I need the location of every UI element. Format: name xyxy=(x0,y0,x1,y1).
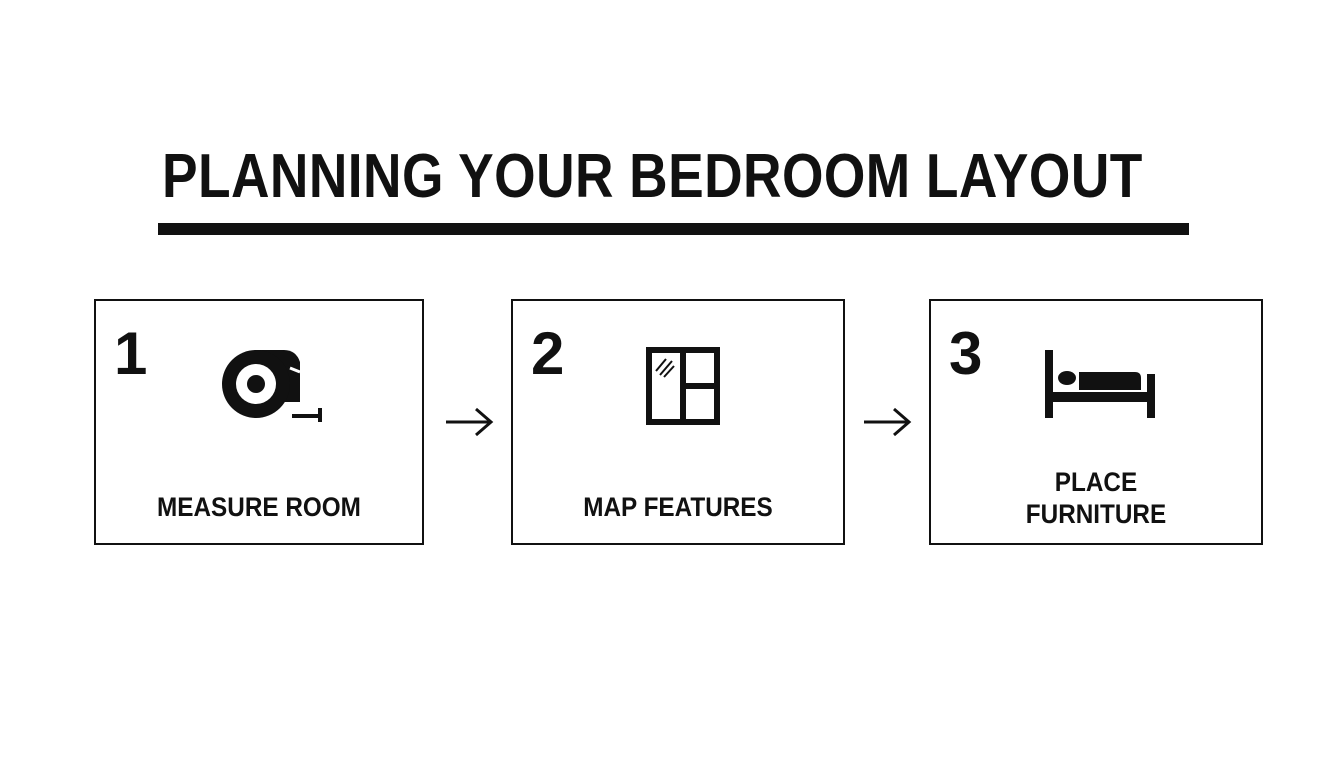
step-number: 2 xyxy=(531,320,565,387)
step-card-place-furniture: 3 PLACE FURNITURE xyxy=(929,299,1263,545)
arrow-right-icon xyxy=(446,407,494,437)
title-underline xyxy=(158,223,1189,235)
step-label: MEASURE ROOM xyxy=(157,492,361,522)
page-title: PLANNING YOUR BEDROOM LAYOUT xyxy=(162,142,1143,211)
step-number: 1 xyxy=(114,320,148,387)
bed-icon xyxy=(1045,350,1155,418)
step-number: 3 xyxy=(949,320,983,387)
window-icon xyxy=(646,347,720,425)
step-label: MAP FEATURES xyxy=(583,492,773,522)
step-label: PLACE FURNITURE xyxy=(1025,467,1167,529)
step-card-measure-room: 1 MEASURE ROOM xyxy=(94,299,424,545)
step-card-map-features: 2 MAP FEATURES xyxy=(511,299,845,545)
tape-measure-icon xyxy=(222,350,322,422)
arrow-right-icon xyxy=(864,407,912,437)
